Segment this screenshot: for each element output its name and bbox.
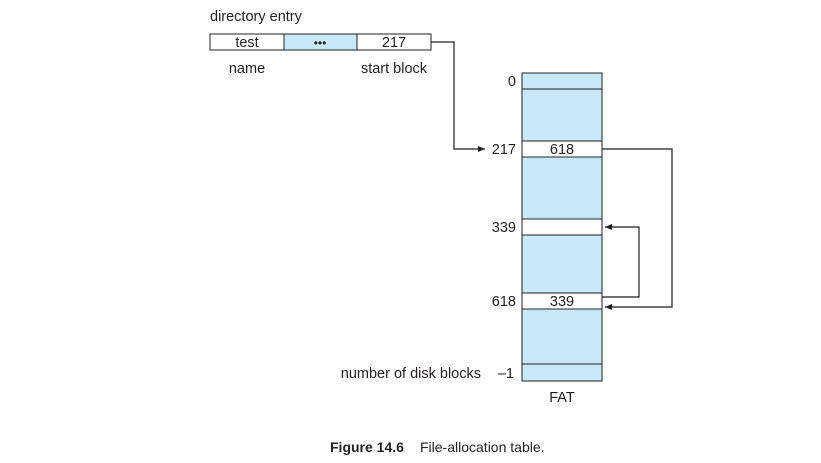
fat-label: FAT: [549, 390, 575, 406]
fat-row-618: [521, 292, 603, 310]
chain-arrow-618-to-339: [602, 224, 640, 298]
fat-row-label-0: 0: [508, 74, 516, 90]
figure-number: Figure 14.6: [330, 439, 404, 455]
fat-cell-618-value: 339: [550, 294, 574, 310]
start-block-value: 217: [382, 35, 406, 51]
start-block-label: start block: [361, 61, 428, 77]
fat-row-339: [521, 218, 603, 236]
start-pointer-arrow: [431, 41, 485, 152]
fat-row-label-disk-blocks: number of disk blocks: [341, 366, 481, 382]
name-label: name: [229, 61, 265, 77]
fat-row-label-217: 217: [492, 142, 516, 158]
figure-caption: Figure 14.6 File-allocation table.: [330, 439, 545, 456]
figure-caption-text: File-allocation table.: [420, 439, 545, 455]
fat-row-label-618: 618: [492, 294, 516, 310]
chain-arrow-217-to-618: [602, 148, 673, 310]
fat-row-label-minus-one: –1: [498, 366, 514, 382]
fat-cell-217-value: 618: [550, 142, 574, 158]
name-field-value: test: [235, 35, 258, 51]
ellipsis-dots: •••: [314, 36, 327, 50]
directory-entry-title: directory entry: [210, 9, 303, 25]
fat-row-label-339: 339: [492, 220, 516, 236]
